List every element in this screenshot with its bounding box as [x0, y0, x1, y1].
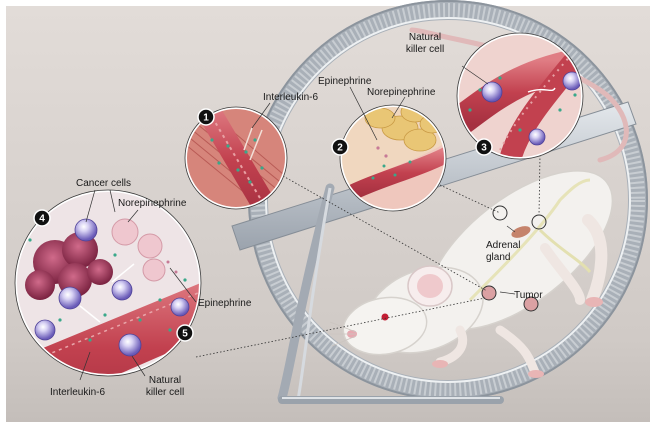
inset-fat-tissue — [339, 104, 447, 212]
step-number-1: 1 — [203, 113, 209, 124]
step-badges: 1 2 3 4 5 — [33, 108, 493, 342]
label-interleukin6-top: Interleukin-6 — [263, 92, 318, 103]
step-badge-1 — [197, 108, 215, 126]
step-number-2: 2 — [337, 143, 343, 154]
label-epinephrine-top: Epinephrine — [318, 76, 372, 87]
label-norepinephrine-top: Norepinephrine — [367, 87, 436, 98]
label-leaders — [79, 65, 516, 381]
connector-lines — [195, 154, 541, 358]
step-badge-4 — [33, 209, 51, 227]
label-tumor: Tumor — [514, 290, 543, 301]
step-badge-5 — [176, 324, 194, 342]
inset-vessel-nk-cells — [456, 32, 584, 160]
step-number-3: 3 — [481, 143, 487, 154]
label-norepinephrine-left: Norepinephrine — [118, 198, 187, 209]
step-badge-2 — [331, 138, 349, 156]
step-number-4: 4 — [39, 214, 45, 225]
label-epinephrine-left: Epinephrine — [198, 298, 252, 309]
label-adrenal-line2: gland — [486, 252, 510, 263]
inset-tumor — [14, 189, 202, 377]
label-nk-cell-top-line1: Natural — [409, 32, 441, 43]
label-nk-cell-top-line2: killer cell — [406, 44, 444, 55]
step-number-5: 5 — [182, 329, 188, 340]
mouse — [328, 27, 629, 378]
step-badge-3 — [475, 138, 493, 156]
label-adrenal-line1: Adrenal — [486, 240, 520, 251]
inset-muscle — [184, 106, 288, 210]
cancer-cell-cluster — [25, 232, 113, 300]
label-cancer-cells: Cancer cells — [76, 178, 131, 189]
label-nk-cell-bottom-line1: Natural — [149, 375, 181, 386]
labels: Interleukin-6 Epinephrine Norepinephrine… — [50, 32, 543, 398]
label-nk-cell-bottom-line2: killer cell — [146, 387, 184, 398]
label-interleukin6-bottom: Interleukin-6 — [50, 387, 105, 398]
